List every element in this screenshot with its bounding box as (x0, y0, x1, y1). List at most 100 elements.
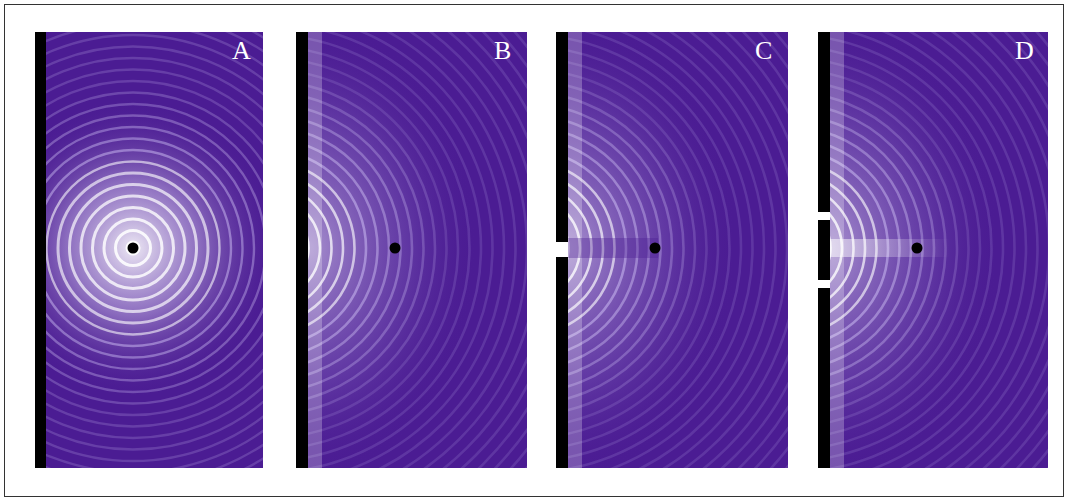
wavefront (830, 32, 1048, 468)
wavefront (830, 32, 1048, 468)
wavefront (568, 32, 788, 468)
wavefront (46, 32, 263, 468)
wavefront (830, 32, 1048, 468)
wavefront (830, 32, 1048, 468)
wavefront (830, 32, 1048, 468)
wall (35, 32, 46, 468)
wavefront (46, 32, 263, 468)
wavefront (308, 32, 527, 468)
wall (556, 32, 568, 242)
wavefront (308, 32, 527, 468)
wavefront (308, 32, 527, 468)
wavefront (830, 32, 1048, 468)
wavefront (568, 32, 788, 468)
wavefront (46, 35, 263, 461)
wavefront (830, 32, 1048, 468)
wavefront (568, 32, 788, 468)
wavefront (308, 32, 527, 468)
wavefront (568, 47, 730, 450)
wavefront (568, 32, 788, 468)
source-dot (912, 243, 923, 254)
wavefront (46, 116, 263, 381)
wavefront (830, 35, 1003, 461)
wavefront (46, 104, 263, 392)
wavefront (46, 32, 263, 468)
wave-panel (0, 0, 780, 500)
panel-letter: A (232, 38, 251, 64)
wavefront (830, 32, 1048, 468)
wavefront (93, 208, 174, 289)
wavefront (46, 32, 263, 468)
wavefront (308, 32, 527, 468)
wavefront (46, 32, 263, 468)
source-dot (390, 243, 401, 254)
wavefront (46, 58, 263, 438)
wavefront (46, 70, 263, 427)
wall (556, 257, 568, 468)
wavefront (46, 32, 263, 468)
wavefront (46, 32, 263, 468)
panel-letter: B (494, 38, 511, 64)
wavefront (46, 150, 231, 346)
wall (818, 288, 830, 468)
wavefront (568, 104, 672, 392)
wavefront (46, 32, 263, 468)
wavefront (830, 32, 1048, 468)
wavefront (46, 32, 263, 468)
wavefront (568, 93, 684, 404)
wavefront (46, 32, 263, 468)
panel-letter: C (755, 38, 772, 64)
wavefront (830, 32, 1048, 468)
wave-panel (278, 0, 1068, 500)
wavefront (308, 32, 527, 468)
wavefront (830, 32, 1048, 468)
wavefront (116, 231, 151, 266)
wavefront (58, 173, 208, 323)
wavefront (308, 32, 527, 468)
wavefront (46, 32, 263, 468)
wall (818, 220, 830, 280)
wavefront (830, 32, 1048, 468)
wavefront (830, 32, 1048, 468)
wavefront (308, 32, 527, 468)
wavefront (568, 32, 788, 468)
wavefront (308, 32, 527, 468)
wavefront (104, 219, 162, 277)
wavefront (830, 32, 1048, 468)
wavefront (568, 32, 788, 468)
wavefront (308, 32, 527, 468)
wavefront (568, 32, 788, 468)
wavefront (568, 35, 741, 461)
wavefront (81, 196, 185, 300)
wavefront (308, 32, 527, 468)
wavefront (568, 32, 788, 468)
wavefront (46, 127, 254, 369)
wavefront (308, 32, 527, 468)
wavefront (308, 32, 527, 468)
wavefront (308, 32, 527, 468)
wavefront (308, 32, 527, 468)
wavefront (568, 32, 788, 468)
panel-letter: D (1015, 38, 1034, 64)
wavefront (47, 162, 220, 335)
wavefront (830, 32, 1048, 468)
wavefront (46, 81, 263, 415)
wavefront (46, 32, 263, 468)
wavefront (46, 32, 263, 468)
wavefront (46, 32, 263, 468)
wavefront (830, 32, 1048, 468)
wavefront (830, 32, 1048, 468)
wavefront (46, 93, 263, 404)
wavefront (830, 47, 992, 450)
wavefront (308, 104, 412, 392)
wavefront (46, 139, 243, 358)
wavefront (830, 81, 957, 415)
wavefront (308, 47, 470, 450)
wavefront (46, 32, 263, 468)
wavefront (46, 32, 263, 468)
wavefront (46, 32, 263, 468)
wavefront (308, 81, 435, 415)
wavefront (46, 32, 263, 468)
